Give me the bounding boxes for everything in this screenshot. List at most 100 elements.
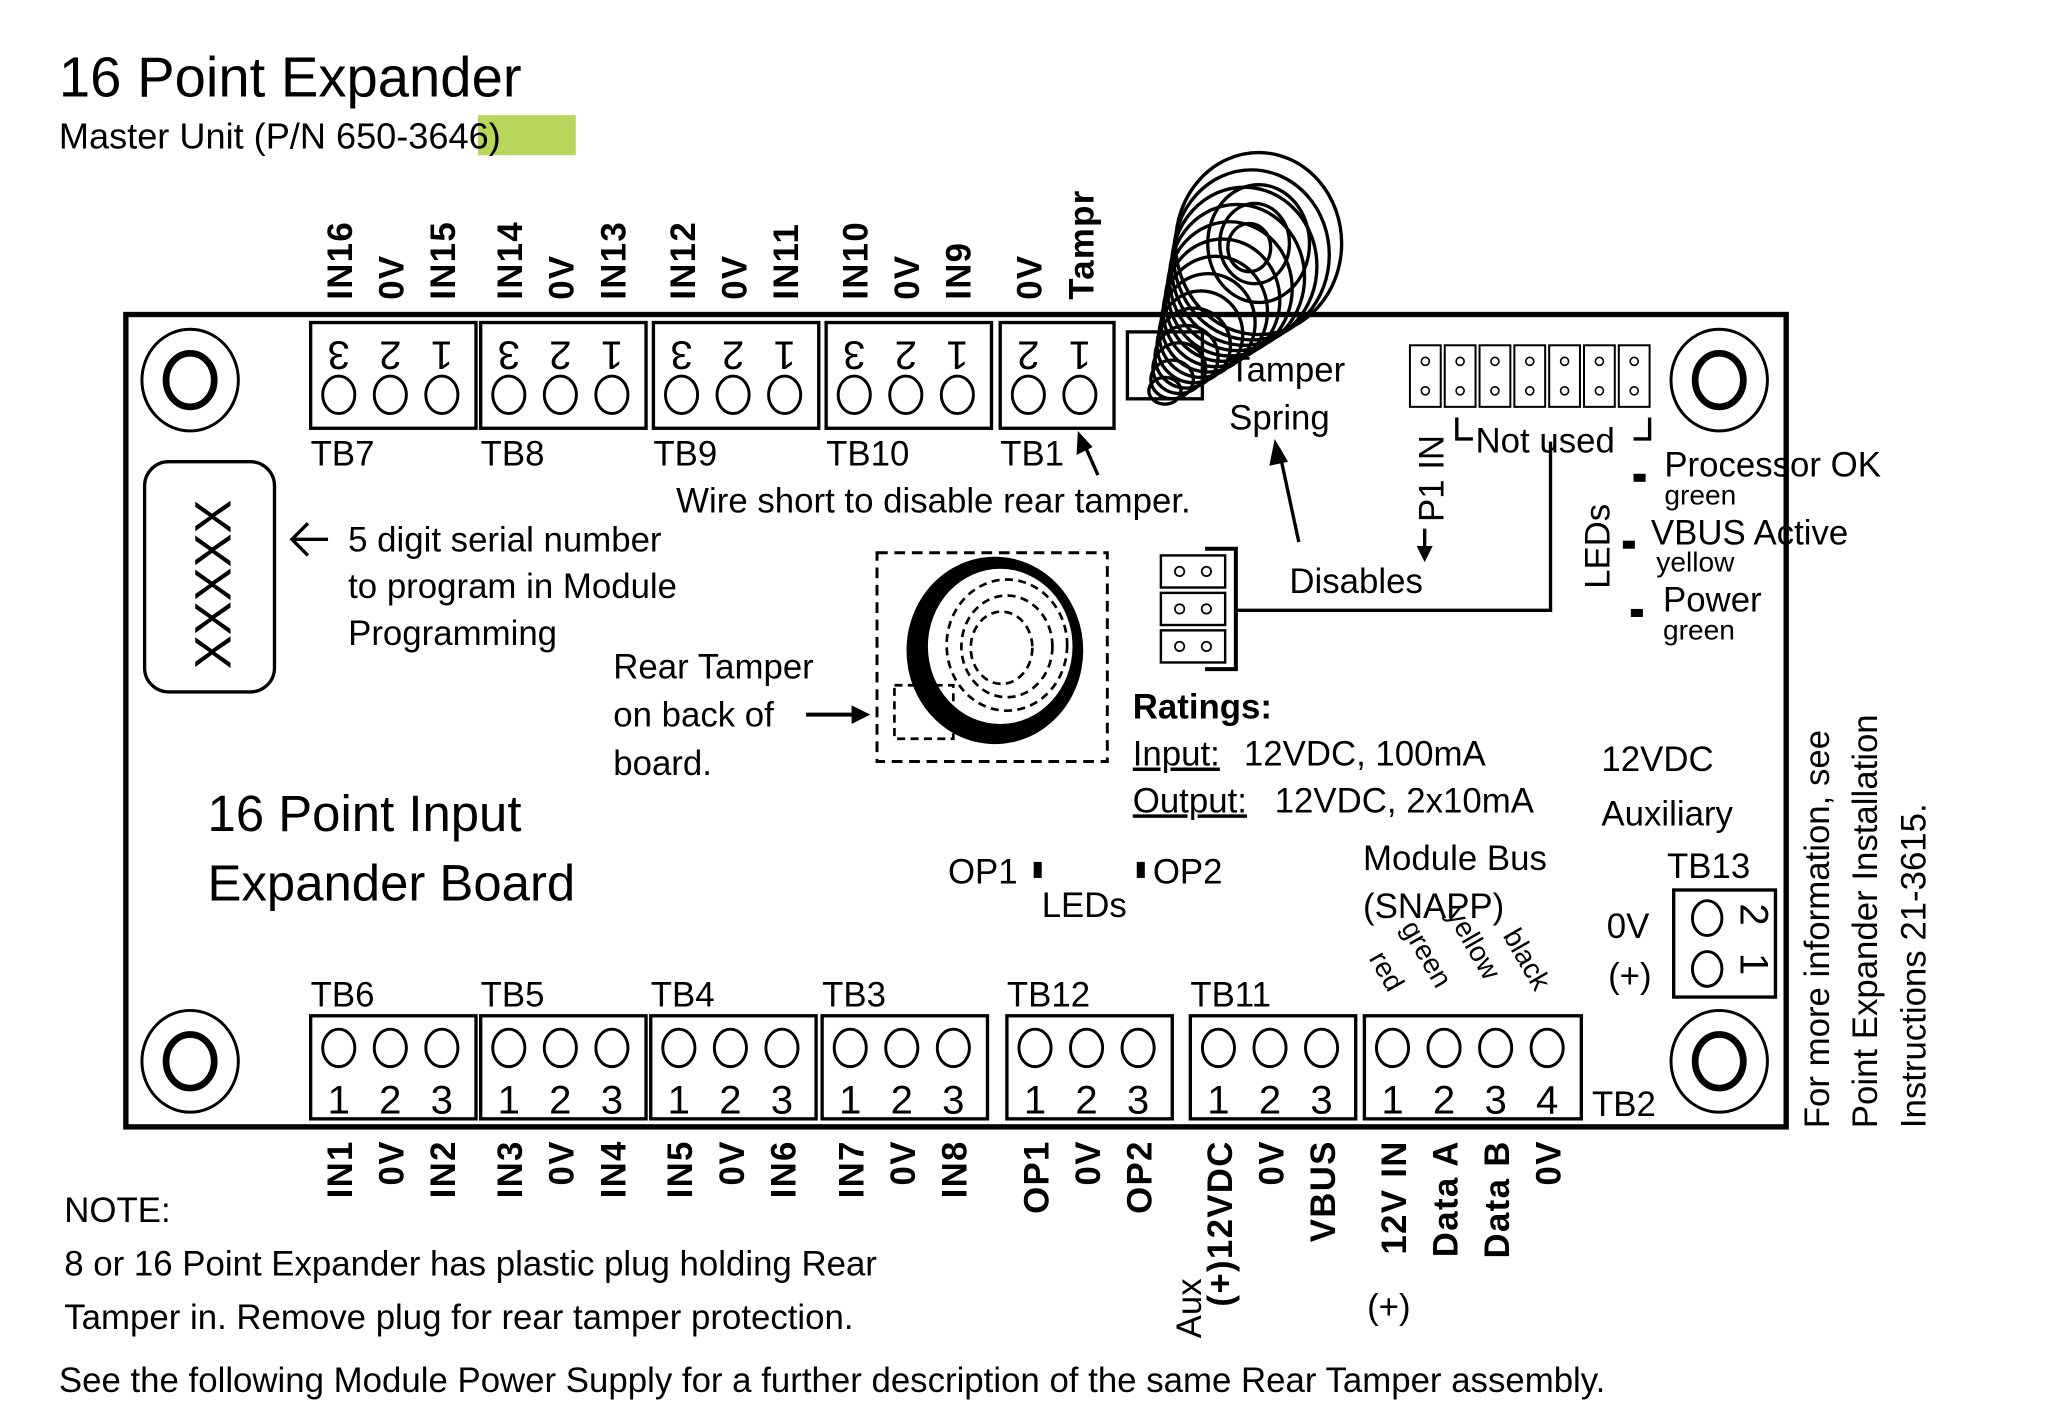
screw-terminal[interactable] xyxy=(1200,1027,1236,1069)
not-used-bracket-right xyxy=(1633,417,1652,441)
screw-terminal[interactable] xyxy=(712,1027,748,1069)
terminal-label: 0V xyxy=(1530,1140,1569,1185)
rear-tamper-arrowhead xyxy=(851,705,871,725)
screw-terminal[interactable] xyxy=(491,374,527,416)
more-info-line-2: Point Expander Installation xyxy=(1846,714,1885,1128)
led-vbus-active xyxy=(1622,540,1635,549)
terminal-label: IN16 xyxy=(321,221,360,300)
screw-terminal[interactable] xyxy=(1304,1027,1340,1069)
screw-terminal[interactable] xyxy=(661,1027,697,1069)
p1-arrowhead xyxy=(1416,546,1433,563)
screw-terminal[interactable] xyxy=(424,374,460,416)
led-processor-ok xyxy=(1633,473,1646,482)
terminal-extra-label: (+) xyxy=(1367,1287,1411,1326)
pin-number: 2 xyxy=(1075,1078,1097,1123)
op-leds-label: LEDs xyxy=(1042,886,1127,925)
screw-terminal[interactable] xyxy=(594,374,630,416)
screw-terminal[interactable] xyxy=(1062,374,1098,416)
screw-terminal[interactable] xyxy=(1069,1027,1105,1069)
screw-terminal[interactable] xyxy=(1374,1027,1411,1069)
tb13-pin-2: 2 xyxy=(1732,903,1777,925)
pin-number: 3 xyxy=(942,1078,964,1123)
terminal-label: IN9 xyxy=(940,242,979,300)
more-info-line-3: Instructions 21-3615. xyxy=(1894,803,1933,1128)
pin-number: 2 xyxy=(722,332,744,377)
screw-terminal[interactable] xyxy=(542,1027,578,1069)
terminal-label: 0V xyxy=(1252,1140,1291,1185)
led-processor-ok-color: green xyxy=(1664,480,1736,511)
screw-terminal[interactable] xyxy=(542,374,578,416)
pin-number: 1 xyxy=(1069,332,1091,377)
terminal-label: IN14 xyxy=(491,221,530,300)
led-vbus-active-color: yellow xyxy=(1656,546,1735,577)
screw-terminal[interactable] xyxy=(1478,1027,1514,1069)
op1-led-label: OP1 xyxy=(948,852,1018,891)
tb13-label-plus: (+) xyxy=(1608,957,1652,996)
pin-number: 1 xyxy=(668,1078,690,1123)
pin-number: 1 xyxy=(773,332,795,377)
terminal-label: IN5 xyxy=(661,1140,700,1198)
tb13-hole-2 xyxy=(1690,899,1724,937)
pin-number: 1 xyxy=(601,332,623,377)
ratings-input-value: 12VDC, 100mA xyxy=(1244,735,1487,774)
screw-terminal[interactable] xyxy=(764,1027,800,1069)
terminal-label: VBUS xyxy=(1304,1140,1343,1242)
screw-terminal[interactable] xyxy=(832,1027,868,1069)
status-leds-group-label: LEDs xyxy=(1578,504,1617,589)
pin-number: 3 xyxy=(431,1078,453,1123)
screw-terminal[interactable] xyxy=(767,374,803,416)
p1-header xyxy=(1408,344,1651,408)
screw-terminal[interactable] xyxy=(1010,374,1046,416)
rear-tamper-line-3: board. xyxy=(613,744,712,783)
terminal-label: Data A xyxy=(1426,1140,1465,1257)
terminal-label: 0V xyxy=(1069,1140,1108,1185)
screw-terminal[interactable] xyxy=(836,374,872,416)
screw-terminal[interactable] xyxy=(372,1027,408,1069)
screw-terminal[interactable] xyxy=(372,374,408,416)
screw-terminal[interactable] xyxy=(1529,1027,1565,1069)
screw-terminal[interactable] xyxy=(939,374,975,416)
terminal-label: IN3 xyxy=(491,1140,530,1198)
tb13-pin-1: 1 xyxy=(1732,953,1777,975)
terminal-label: IN4 xyxy=(594,1140,633,1198)
p1-in-label: P1 IN xyxy=(1412,435,1451,522)
pin-number: 1 xyxy=(1024,1078,1046,1123)
screw-terminal[interactable] xyxy=(321,374,357,416)
screw-terminal[interactable] xyxy=(1252,1027,1288,1069)
terminal-label: IN13 xyxy=(594,221,633,300)
pin-number: 4 xyxy=(1536,1078,1558,1123)
led-processor-ok-label: Processor OK xyxy=(1664,445,1881,484)
screw-terminal[interactable] xyxy=(1017,1027,1053,1069)
screw-terminal[interactable] xyxy=(1426,1027,1462,1069)
terminal-block-name: TB4 xyxy=(651,975,715,1014)
top-terminal-blocks: 3IN1620V1IN15TB73IN1420V1IN13TB83IN1220V… xyxy=(308,189,1116,474)
terminal-label: Data B xyxy=(1478,1140,1517,1258)
screw-terminal[interactable] xyxy=(935,1027,971,1069)
screw-terminal[interactable] xyxy=(884,1027,920,1069)
screw-terminal[interactable] xyxy=(321,1027,357,1069)
pin-number: 1 xyxy=(431,332,453,377)
terminal-block-name: TB10 xyxy=(826,435,909,474)
serial-note-line-3: Programming xyxy=(348,614,557,653)
screw-terminal[interactable] xyxy=(715,374,751,416)
ratings-output-value: 12VDC, 2x10mA xyxy=(1275,781,1535,820)
terminal-block-name: TB7 xyxy=(311,435,375,474)
screw-terminal[interactable] xyxy=(663,374,700,416)
terminal-label: 0V xyxy=(715,255,754,300)
screw-terminal[interactable] xyxy=(1120,1027,1156,1069)
terminal-label: 0V xyxy=(543,255,582,300)
tamper-spring-arrow xyxy=(1277,447,1301,543)
terminal-block-name: TB3 xyxy=(822,975,886,1014)
screw-terminal[interactable] xyxy=(888,374,924,416)
screw-terminal[interactable] xyxy=(491,1027,527,1069)
screw-terminal[interactable] xyxy=(424,1027,460,1069)
pin-number: 1 xyxy=(839,1078,861,1123)
module-bus-label: Module Bus xyxy=(1363,839,1547,878)
screw-terminal[interactable] xyxy=(594,1027,630,1069)
mounting-hole-top-right xyxy=(1669,327,1769,433)
